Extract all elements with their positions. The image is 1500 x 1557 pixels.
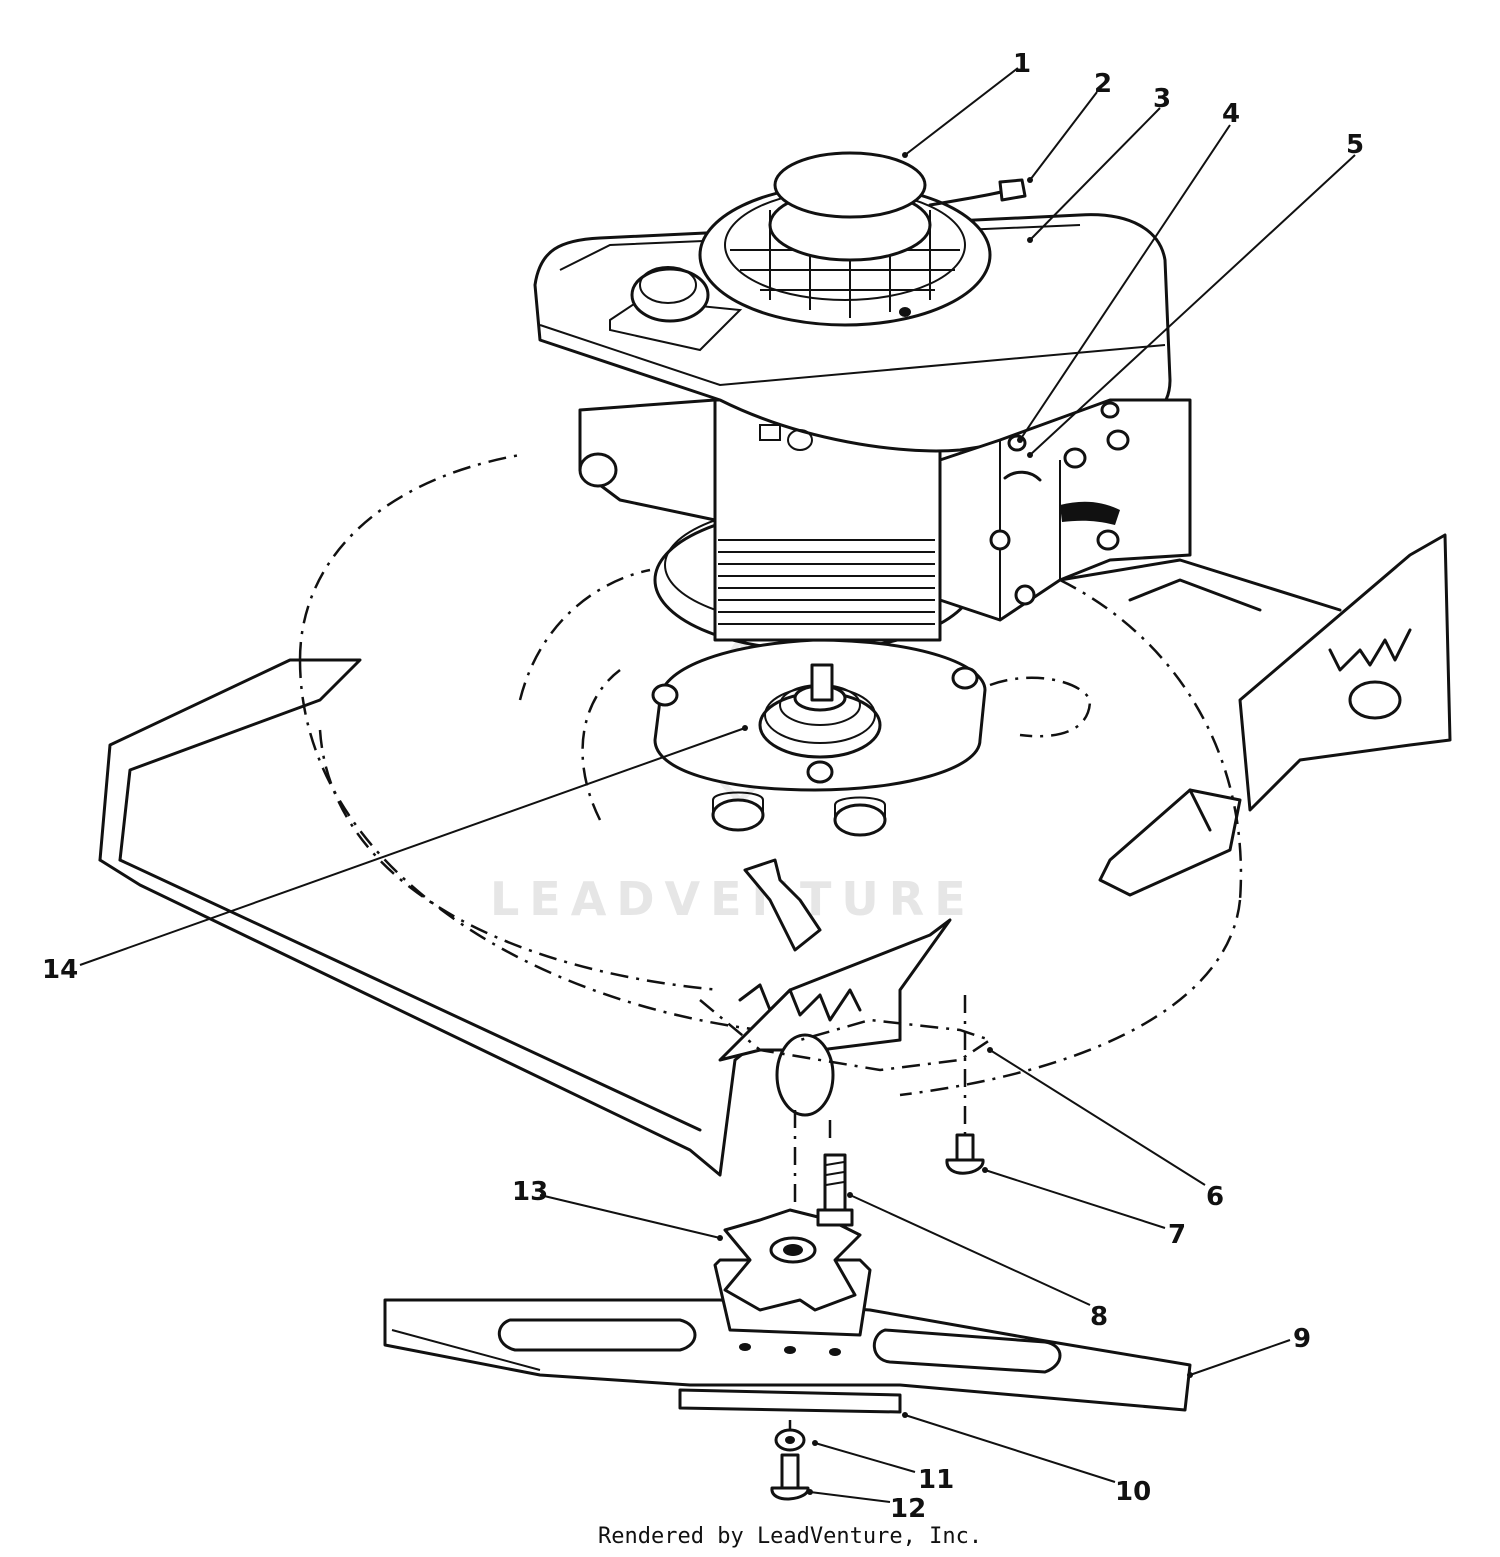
engine: [533, 151, 1192, 652]
callout-7: 7: [1168, 1220, 1186, 1250]
watermark-text: LEADVENTURE: [490, 872, 976, 926]
callout-1: 1: [1013, 49, 1031, 79]
blade-assembly: [383, 995, 1192, 1501]
callout-11: 11: [918, 1465, 954, 1495]
credit-text: Rendered by LeadVenture, Inc.: [598, 1524, 982, 1549]
leader-lines: [79, 67, 1356, 1503]
callout-12: 12: [890, 1494, 926, 1524]
callout-4: 4: [1222, 99, 1240, 129]
callout-3: 3: [1153, 84, 1171, 114]
callout-labels: 1 2 3 4 5 6 7 8 9 10 11 12 13 14: [42, 49, 1364, 1524]
mower-deck: [98, 453, 1452, 1177]
callout-5: 5: [1346, 130, 1364, 160]
callout-14: 14: [42, 955, 78, 985]
callout-2: 2: [1094, 69, 1112, 99]
callout-10: 10: [1115, 1477, 1151, 1507]
crankshaft-assembly: [651, 638, 1092, 837]
callout-13: 13: [512, 1177, 548, 1207]
callout-6: 6: [1206, 1182, 1224, 1212]
callout-9: 9: [1293, 1324, 1311, 1354]
callout-8: 8: [1090, 1302, 1108, 1332]
